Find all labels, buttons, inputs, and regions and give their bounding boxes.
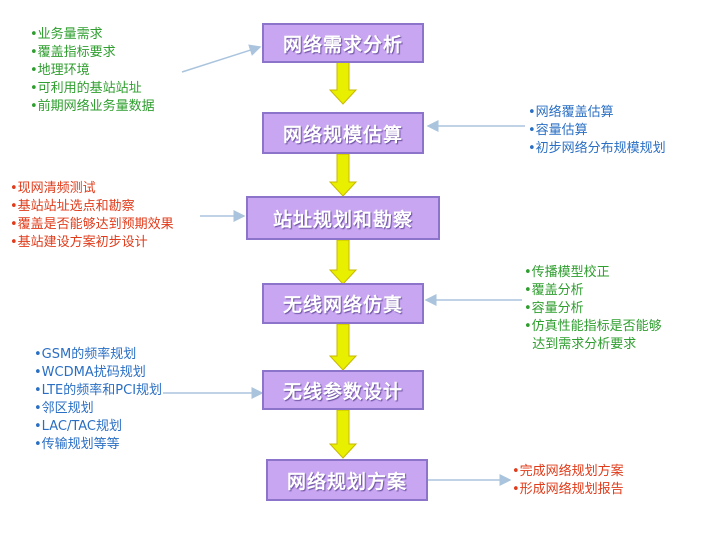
note-item: •地理环境 — [30, 63, 90, 78]
note-item: •基站站址选点和勘察 — [10, 199, 135, 214]
connector-demand — [181, 44, 262, 73]
step-demand-analysis: 网络需求分析 — [262, 23, 424, 63]
note-item: 达到需求分析要求 — [524, 337, 637, 352]
note-scale-outputs: •网络覆盖估算 •容量估算 •初步网络分布规模规划 — [528, 104, 666, 158]
note-item: •WCDMA扰码规划 — [34, 365, 146, 380]
note-item: •仿真性能指标是否能够 — [524, 319, 662, 334]
flow-arrow-4 — [328, 323, 358, 371]
note-item: •初步网络分布规模规划 — [528, 141, 666, 156]
flow-arrow-2 — [328, 153, 358, 197]
step-site-survey: 站址规划和勘察 — [246, 196, 440, 240]
flow-arrow-5 — [328, 409, 358, 459]
step-scale-estimation: 网络规模估算 — [262, 112, 424, 154]
step-parameter-design: 无线参数设计 — [262, 370, 424, 410]
note-item: •现网清频测试 — [10, 181, 96, 196]
note-item: •前期网络业务量数据 — [30, 99, 155, 114]
note-item: •形成网络规划报告 — [512, 482, 624, 497]
step-wireless-simulation: 无线网络仿真 — [262, 283, 424, 324]
note-item: •LAC/TAC规划 — [34, 419, 123, 434]
note-item: •网络覆盖估算 — [528, 105, 614, 120]
note-item: •覆盖指标要求 — [30, 45, 116, 60]
note-item: •邻区规划 — [34, 401, 94, 416]
note-item: •可利用的基站站址 — [30, 81, 142, 96]
note-demand-inputs: •业务量需求 •覆盖指标要求 •地理环境 •可利用的基站站址 •前期网络业务量数… — [30, 26, 155, 116]
note-parameter-tasks: •GSM的频率规划 •WCDMA扰码规划 •LTE的频率和PCI规划 •邻区规划… — [34, 346, 162, 454]
note-item: •容量分析 — [524, 301, 584, 316]
note-item: •LTE的频率和PCI规划 — [34, 383, 163, 398]
note-item: •容量估算 — [528, 123, 588, 138]
note-item: •业务量需求 — [30, 27, 103, 42]
note-item: •传输规划等等 — [34, 437, 120, 452]
note-item: •覆盖是否能够达到预期效果 — [10, 217, 174, 232]
note-item: •基站建设方案初步设计 — [10, 235, 148, 250]
note-item: •覆盖分析 — [524, 283, 584, 298]
note-item: •传播模型校正 — [524, 265, 610, 280]
note-item: •GSM的频率规划 — [34, 347, 137, 362]
flow-arrow-1 — [328, 61, 358, 105]
note-plan-outputs: •完成网络规划方案 •形成网络规划报告 — [512, 463, 624, 499]
flow-arrow-3 — [328, 239, 358, 285]
note-site-tasks: •现网清频测试 •基站站址选点和勘察 •覆盖是否能够达到预期效果 •基站建设方案… — [10, 180, 174, 252]
note-item: •完成网络规划方案 — [512, 464, 624, 479]
note-simulation-tasks: •传播模型校正 •覆盖分析 •容量分析 •仿真性能指标是否能够 达到需求分析要求 — [524, 264, 662, 354]
step-network-plan: 网络规划方案 — [266, 459, 428, 501]
